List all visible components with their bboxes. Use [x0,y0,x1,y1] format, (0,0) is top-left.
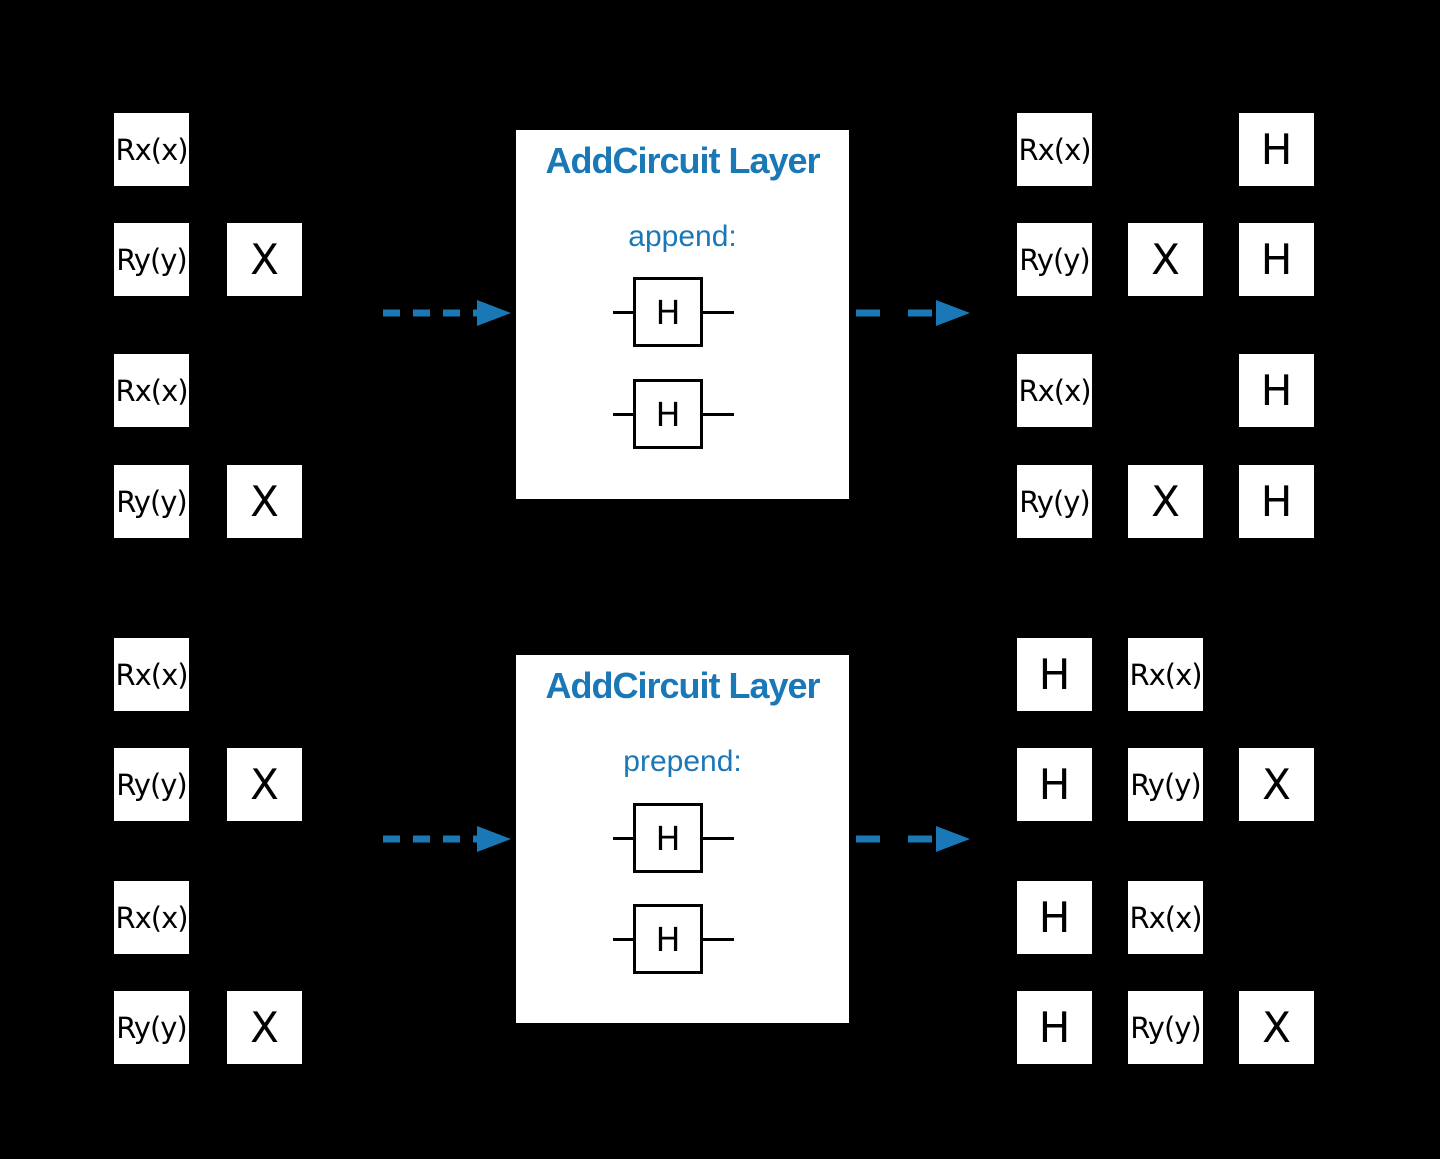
gate-x: X [1128,223,1203,296]
gate-x: X [1128,465,1203,538]
circuit-wire-gate: H [613,379,734,449]
panel-mode-label: prepend: [623,745,742,778]
gate-x: X [227,991,302,1064]
gate-ry: Ry(y) [1128,991,1203,1064]
gate-rx: Rx(x) [1017,113,1092,186]
panel-mode-label: append: [628,220,737,253]
gate-ry: Ry(y) [1017,223,1092,296]
gate-h: H [1017,748,1092,821]
addcircuit-layer-panel: AddCircuit Layer prepend: H H [516,655,849,1023]
gate-rx: Rx(x) [114,881,189,954]
gate-rx: Rx(x) [1128,638,1203,711]
gate-rx: Rx(x) [114,638,189,711]
gate-h: H [633,904,703,974]
circuit-wire-gate: H [613,803,734,873]
gate-ry: Ry(y) [114,223,189,296]
flow-arrow-icon [856,300,970,326]
gate-ry: Ry(y) [114,465,189,538]
flow-arrow-icon [383,300,511,326]
circuit-wire-gate: H [613,904,734,974]
gate-ry: Ry(y) [1128,748,1203,821]
gate-x: X [227,223,302,296]
gate-h: H [1239,354,1314,427]
gate-rx: Rx(x) [114,354,189,427]
gate-h: H [1017,881,1092,954]
gate-x: X [1239,991,1314,1064]
panel-title: AddCircuit Layer [545,665,820,706]
flow-arrow-icon [383,826,511,852]
addcircuit-layer-panel: AddCircuit Layer append: H H [516,130,849,499]
gate-x: X [227,748,302,821]
gate-x: X [227,465,302,538]
gate-x: X [1239,748,1314,821]
gate-h: H [1239,223,1314,296]
gate-ry: Ry(y) [114,748,189,821]
gate-h: H [1239,465,1314,538]
gate-h: H [1017,638,1092,711]
gate-h: H [1017,991,1092,1064]
gate-h: H [633,379,703,449]
circuit-wire-gate: H [613,277,734,347]
gate-rx: Rx(x) [114,113,189,186]
gate-h: H [1239,113,1314,186]
gate-h: H [633,803,703,873]
gate-rx: Rx(x) [1128,881,1203,954]
gate-rx: Rx(x) [1017,354,1092,427]
gate-ry: Ry(y) [114,991,189,1064]
flow-arrow-icon [856,826,970,852]
panel-title: AddCircuit Layer [545,140,820,181]
gate-h: H [633,277,703,347]
gate-ry: Ry(y) [1017,465,1092,538]
